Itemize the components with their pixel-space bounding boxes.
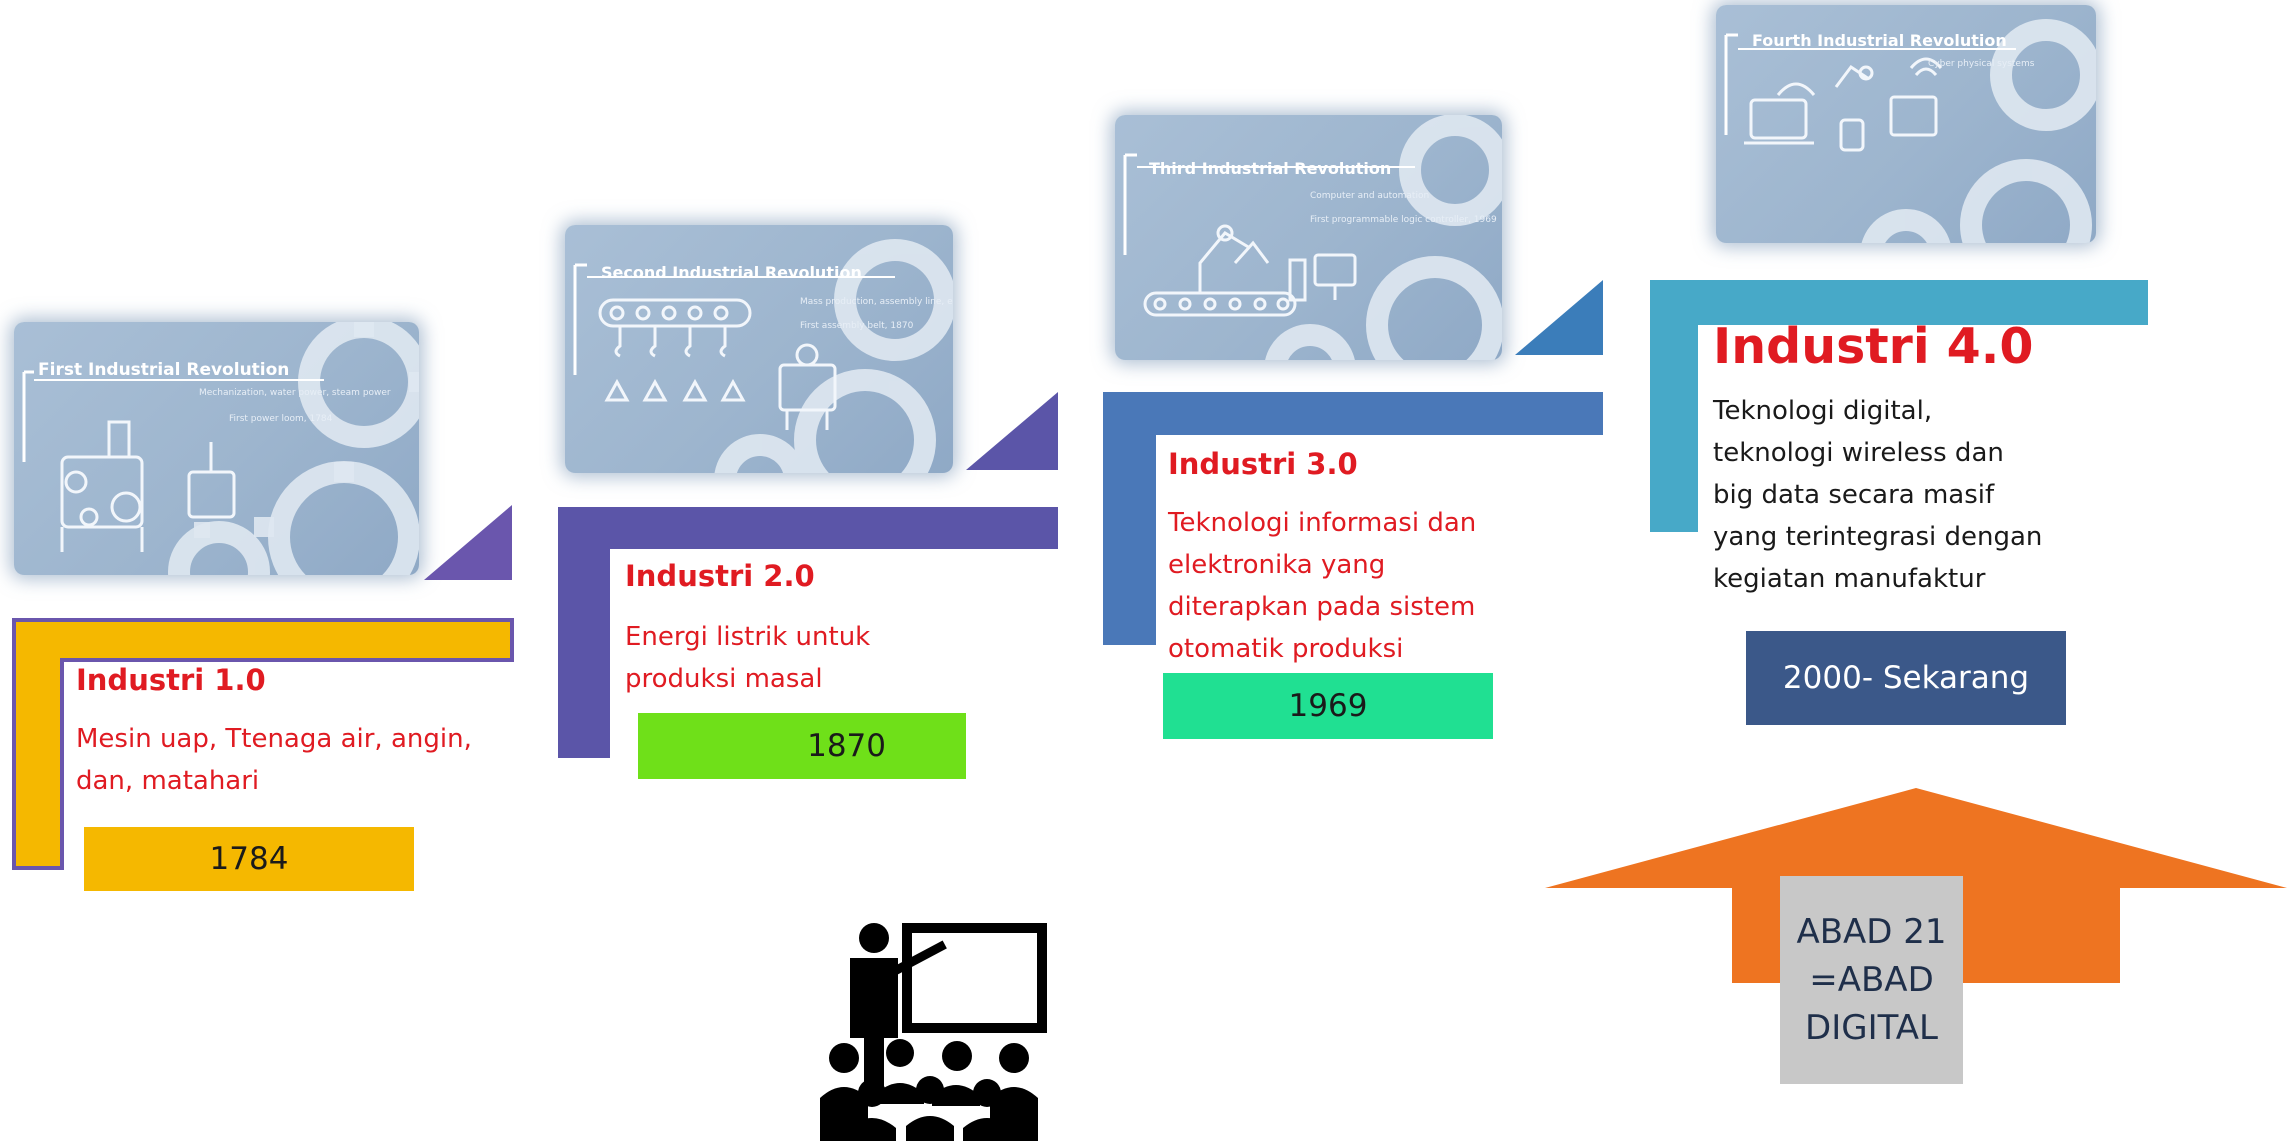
description-line: Mesin uap, Ttenaga air, angin, <box>76 724 472 754</box>
stage-4-heading: Industri 4.0 <box>1713 318 2034 375</box>
slide-note: First assembly belt, 1870 <box>800 321 914 331</box>
slide-title: Fourth Industrial Revolution <box>1752 31 2007 50</box>
fourth-revolution-slide: Fourth Industrial Revolution Cyber physi… <box>1716 5 2096 243</box>
stage-3-year: 1969 <box>1163 673 1493 739</box>
third-revolution-slide: Third Industrial Revolution Computer and… <box>1115 115 1502 360</box>
slide-note: First programmable logic controller, 196… <box>1310 215 1497 225</box>
description-line: dan, matahari <box>76 766 260 796</box>
slide-subtitle: Mechanization, water power, steam power <box>199 388 391 398</box>
stage-2-description: Energi listrik untuk produksi masal <box>625 616 1025 700</box>
description-line: kegiatan manufaktur <box>1713 564 1986 594</box>
stage-3-heading: Industri 3.0 <box>1168 447 1358 481</box>
step-4 <box>1650 280 2148 532</box>
robot-arm-illustration <box>1123 115 1502 360</box>
description-line: big data secara masif <box>1713 480 1995 510</box>
cyber-physical-illustration <box>1724 19 2096 243</box>
stage-1-description: Mesin uap, Ttenaga air, angin, dan, mata… <box>76 718 496 802</box>
slide-subtitle: Mass production, assembly line, electric… <box>800 297 953 307</box>
step-1-connector <box>424 505 512 580</box>
description-line: produksi masal <box>625 664 823 694</box>
first-revolution-slide: First Industrial Revolution Mechanizatio… <box>14 322 419 575</box>
description-line: yang terintegrasi dengan <box>1713 522 2043 552</box>
step-3-connector <box>1515 280 1603 355</box>
step-2 <box>558 507 1058 758</box>
slide-title: First Industrial Revolution <box>38 360 290 380</box>
stage-1-year: 1784 <box>84 827 414 891</box>
slide-title: Second Industrial Revolution <box>601 263 862 282</box>
stage-4-year: 2000- Sekarang <box>1746 631 2066 725</box>
description-line: elektronika yang <box>1168 550 1386 580</box>
century-line: ABAD 21 <box>1796 912 1947 952</box>
teacher-presentation-icon <box>820 923 1047 1141</box>
stage-3-description: Teknologi informasi dan elektronika yang… <box>1168 502 1588 670</box>
slide-subtitle: Cyber physical systems <box>1928 59 2035 69</box>
description-line: teknologi wireless dan <box>1713 438 2004 468</box>
assembly-line-illustration <box>573 239 953 473</box>
stage-2-year: 1870 <box>638 713 966 779</box>
century-line: DIGITAL <box>1805 1008 1938 1048</box>
slide-subtitle: Computer and automation <box>1310 191 1430 201</box>
step-1 <box>12 618 514 870</box>
description-line: Teknologi digital, <box>1713 396 1933 426</box>
stage-2-heading: Industri 2.0 <box>625 559 815 593</box>
step-3 <box>1103 392 1603 645</box>
second-revolution-slide: Second Industrial Revolution Mass produc… <box>565 225 953 473</box>
description-line: diterapkan pada sistem <box>1168 592 1476 622</box>
description-line: otomatik produksi <box>1168 634 1404 664</box>
gear-machine-illustration <box>22 322 419 575</box>
step-2-connector <box>966 392 1058 470</box>
century-box: ABAD 21 =ABAD DIGITAL <box>1780 876 1963 1084</box>
description-line: Teknologi informasi dan <box>1168 508 1477 538</box>
stage-4-description: Teknologi digital, teknologi wireless da… <box>1713 390 2133 600</box>
description-line: Energi listrik untuk <box>625 622 871 652</box>
slide-title: Third Industrial Revolution <box>1149 159 1392 178</box>
century-line: =ABAD <box>1809 960 1934 1000</box>
slide-note: First power loom, 1784 <box>229 414 333 424</box>
stage-1-heading: Industri 1.0 <box>76 663 266 697</box>
